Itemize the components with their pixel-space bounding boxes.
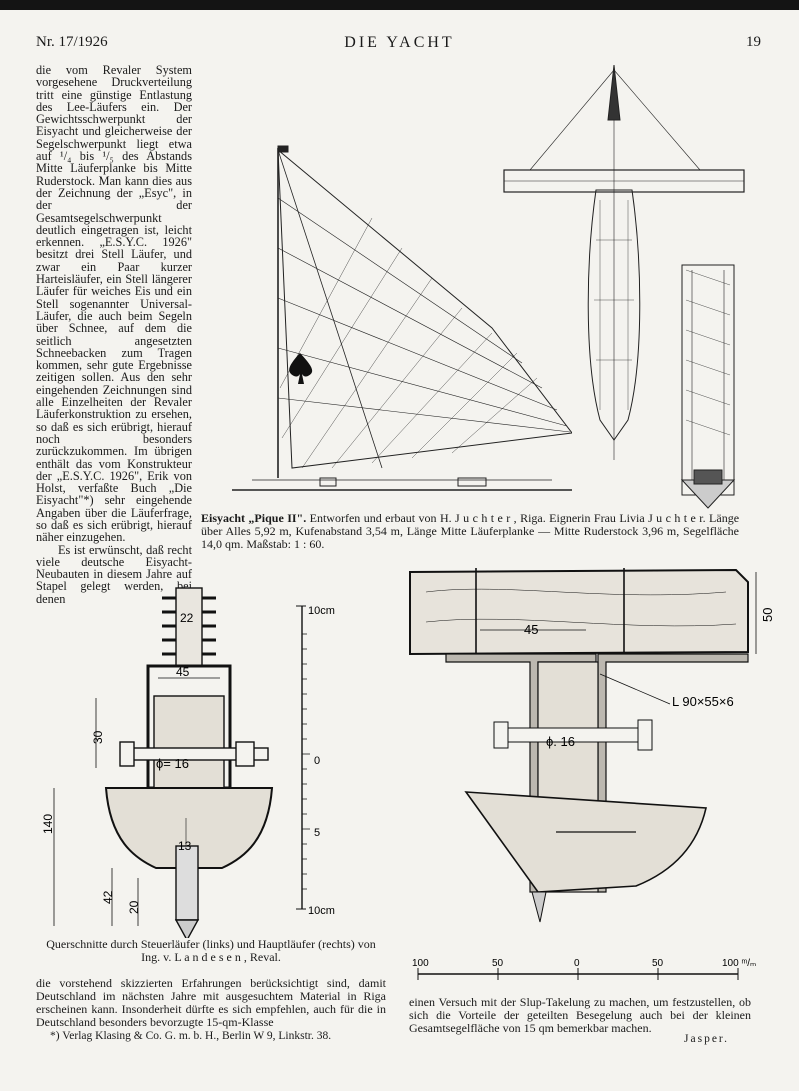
page-number: 19 — [746, 34, 761, 50]
scale-label-1: 100 — [412, 958, 429, 969]
bottom-left-paragraph: die vorstehend skizzierten Erfahrungen b… — [36, 976, 386, 1029]
plan-view-drawing — [503, 64, 745, 509]
steer-dim-30: 30 — [91, 730, 105, 744]
steering-runner-section: 22 45 30 ϕ= 16 140 13 42 20 — [41, 587, 274, 938]
ruler-bottom-label: 10cm — [308, 905, 335, 917]
issue-number: Nr. 17/1926 — [36, 34, 108, 50]
scale-label-2: 50 — [492, 958, 504, 969]
ruler-zero-label: 0 — [314, 755, 320, 767]
figure-caption-pique: Eisyacht „Pique II". Entworfen und erbau… — [201, 512, 739, 551]
steer-dim-13: 13 — [178, 839, 192, 853]
ruler-top-label: 10cm — [308, 605, 335, 617]
column-paragraph-1: die vom Revaler System vorgesehene Druck… — [36, 63, 192, 545]
steer-bolt-label: ϕ= 16 — [156, 756, 189, 771]
magazine-title: DIE YACHT — [344, 34, 455, 51]
spade-emblem — [289, 353, 313, 384]
steer-dim-22: 22 — [180, 611, 194, 625]
ruler-five-label: 5 — [314, 827, 320, 839]
scale-label-3: 0 — [574, 958, 580, 969]
section-ruler: 10cm 0 5 10cm — [296, 605, 335, 917]
sail-plan-drawing — [232, 145, 572, 491]
main-runner-section: 45 50 L 90×55×6 ϕ. 16 — [409, 568, 775, 923]
left-column-text: die vom Revaler System vorgesehene Druck… — [36, 64, 192, 605]
scale-bar: 100 50 0 50 100 ᵐ/ₘ — [412, 958, 756, 980]
sections-caption: Querschnitte durch Steuerläufer (links) … — [46, 937, 376, 964]
main-dim-50: 50 — [760, 608, 775, 622]
steer-dim-20: 20 — [127, 900, 141, 914]
footnote: *) Verlag Klasing & Co. G. m. b. H., Ber… — [50, 1030, 332, 1042]
main-angle-label: L 90×55×6 — [672, 694, 734, 709]
steer-dim-140: 140 — [41, 814, 55, 834]
main-bolt-label: ϕ. 16 — [546, 734, 575, 749]
scale-label-5: 100 ᵐ/ₘ — [722, 958, 756, 969]
author-signature: Jasper. — [684, 1033, 729, 1045]
bottom-right-paragraph: einen Versuch mit der Slup-Takelung zu m… — [409, 995, 751, 1035]
steer-dim-42: 42 — [101, 890, 115, 904]
main-dim-45: 45 — [524, 622, 538, 637]
column-paragraph-2: Es ist erwünscht, daß recht viele deutsc… — [36, 542, 192, 606]
caption-text: Entworfen und erbaut von H. J u c h t e … — [201, 511, 740, 551]
scale-label-4: 50 — [652, 958, 664, 969]
steer-dim-45: 45 — [176, 665, 190, 679]
top-edge-bar — [0, 0, 799, 10]
caption-title: Eisyacht „Pique II". — [201, 511, 307, 525]
